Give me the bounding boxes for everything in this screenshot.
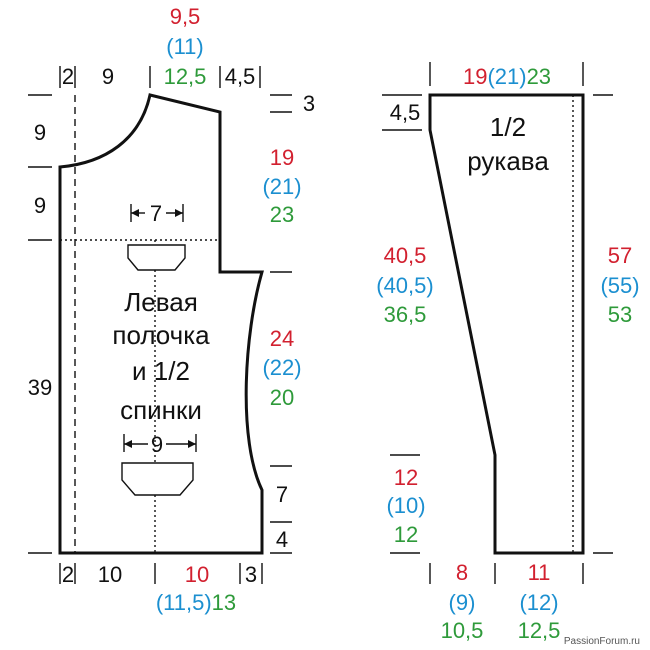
cuff-blue: (10) (386, 493, 425, 518)
cuff-red: 12 (394, 465, 418, 490)
sleeve-left-green: 36,5 (384, 302, 427, 327)
left-dimensions: 9 9 39 (28, 94, 52, 554)
hem-dim-2: 4 (276, 527, 288, 552)
sleeve-bottom-right-blue: (12) (519, 590, 558, 615)
upper-pocket-width-dim: 7 (130, 201, 184, 226)
svg-text:рукава: рукава (467, 146, 549, 176)
sleeve-right-blue: (55) (600, 273, 639, 298)
sleeve-outline (428, 93, 585, 555)
upper-pocket (127, 244, 186, 271)
half-sleeve-piece: 1/2 рукава 19(21)23 4,5 40,5 (40,5) 36,5 (376, 62, 640, 643)
sleeve-bottom-right-red: 11 (528, 560, 551, 585)
sleeve-top-red: 19 (463, 64, 487, 89)
top-seg-4: 4,5 (225, 64, 256, 89)
sleeve-right-red: 57 (608, 243, 632, 268)
bottom-seg-3-green: 13 (212, 590, 236, 615)
sleeve-top-dim: 19(21)23 (429, 62, 584, 89)
left-dim-2: 9 (34, 193, 46, 218)
sleeve-bottom-right-green: 12,5 (518, 618, 561, 643)
top-seg-1: 2 (62, 64, 74, 89)
left-dim-3: 39 (28, 375, 52, 400)
svg-text:Левая: Левая (124, 287, 198, 317)
sleeve-bottom-left-red: 8 (456, 560, 468, 585)
sleeve-left-blue: (40,5) (376, 273, 433, 298)
bottom-dimensions: 2 10 10 (11,5)13 3 (59, 562, 263, 615)
cuff-green: 12 (394, 522, 418, 547)
svg-text:1/2: 1/2 (490, 112, 526, 142)
top-seg-2: 9 (102, 64, 114, 89)
bottom-seg-1: 2 (62, 562, 74, 587)
right-dimensions: 3 19 (21) 23 24 (22) 20 7 4 (262, 91, 315, 554)
neck-green: 12,5 (164, 64, 207, 89)
lower-pocket-width: 9 (151, 432, 163, 457)
sleeve-cuff-dim: 12 (10) 12 (386, 454, 426, 554)
bottom-seg-2: 10 (98, 562, 122, 587)
sleeve-right-green: 53 (608, 302, 632, 327)
side-green: 20 (270, 385, 294, 410)
side-blue: (22) (262, 355, 301, 380)
svg-text:полочка: полочка (112, 320, 210, 350)
sleeve-top-green: 23 (527, 64, 551, 89)
svg-text:спинки: спинки (120, 395, 202, 425)
top-dimensions: 2 9 9,5 (11) 12,5 4,5 (59, 4, 261, 89)
bottom-seg-4: 3 (245, 562, 257, 587)
hem-dim-1: 7 (276, 482, 288, 507)
neck-red: 9,5 (170, 4, 201, 29)
armhole-green: 23 (270, 202, 294, 227)
svg-text:19(21)23: 19(21)23 (463, 64, 551, 89)
sleeve-left-dim: 40,5 (40,5) 36,5 (376, 243, 433, 327)
shoulder-drop: 3 (303, 91, 315, 116)
sleeve-top-left-dim: 4,5 (382, 94, 422, 131)
lower-pocket-width-dim: 9 (123, 432, 197, 457)
front-piece-outline (58, 93, 264, 555)
lower-pocket (121, 462, 194, 496)
sleeve-bottom-left-blue: (9) (449, 590, 476, 615)
sleeve-top-blue: (21) (487, 64, 526, 89)
front-and-half-back-piece: 7 9 Левая полочка и 1/2 спинки 2 9 9,5 (28, 4, 315, 615)
armhole-blue: (21) (262, 174, 301, 199)
svg-text:и 1/2: и 1/2 (132, 356, 190, 386)
bottom-seg-3-red: 10 (185, 562, 209, 587)
neck-blue: (11) (166, 34, 204, 59)
sleeve-right-dim: 57 (55) 53 (593, 94, 640, 554)
armhole-red: 19 (270, 145, 294, 170)
sleeve-title: 1/2 рукава (467, 112, 549, 176)
left-dim-1: 9 (34, 120, 46, 145)
sleeve-left-red: 40,5 (384, 243, 427, 268)
sleeve-cap-height: 4,5 (390, 100, 421, 125)
upper-pocket-width: 7 (150, 201, 162, 226)
side-red: 24 (270, 326, 294, 351)
bottom-seg-3-blue: (11,5) (156, 590, 212, 615)
sleeve-bottom-dims: 8 (9) 10,5 11 (12) 12,5 (429, 560, 584, 643)
front-piece-title: Левая полочка и 1/2 спинки (112, 287, 210, 425)
watermark: PassionForum.ru (564, 636, 640, 647)
svg-text:(11,5)13: (11,5)13 (156, 590, 236, 615)
sleeve-bottom-left-green: 10,5 (441, 618, 484, 643)
